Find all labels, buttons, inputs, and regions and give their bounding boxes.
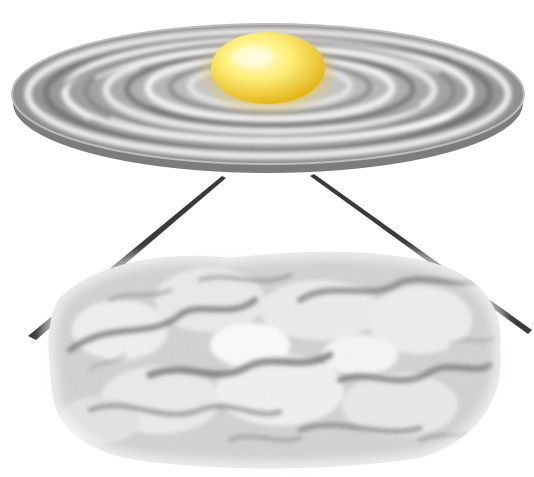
- dust-cloud-icon: [41, 244, 508, 476]
- central-star-icon: [204, 32, 332, 111]
